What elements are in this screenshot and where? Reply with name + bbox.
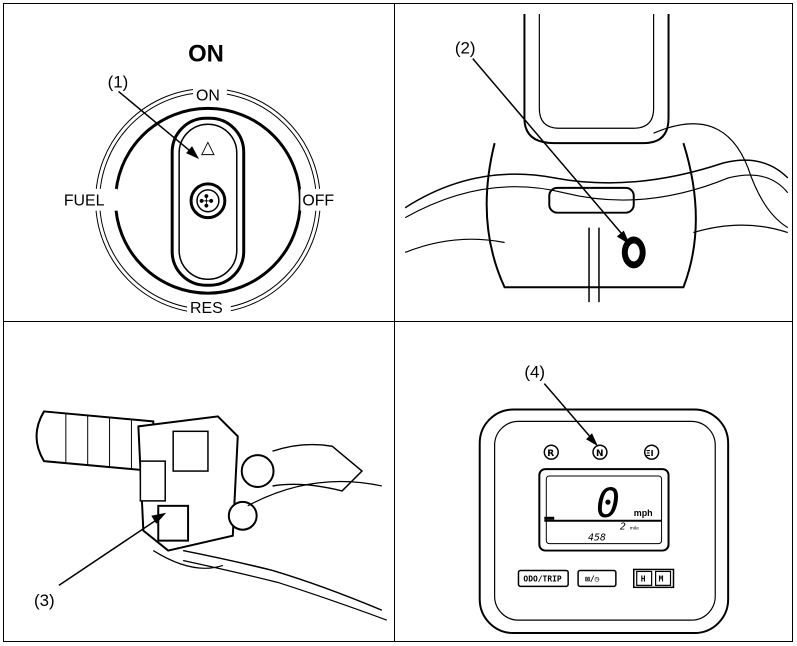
handlebar-switch-illustration: (3) — [34, 410, 388, 621]
clamp-bolt-lower — [227, 500, 258, 531]
ignition-switch-illustration: (2) — [404, 13, 789, 303]
neutral-indicator-label: N — [596, 449, 603, 459]
hour-button — [636, 570, 653, 586]
clock-button-label: ⊠/◷ — [585, 574, 600, 583]
starter-switch — [157, 504, 190, 542]
fuel-valve-panel: ON (1) ON OFF FUEL RES △ ✣ — [3, 3, 396, 323]
horn-button — [172, 430, 209, 472]
odo-trip-button — [517, 569, 569, 588]
front-cowl — [485, 142, 697, 289]
odo-trip-button-label: ODO/TRIP — [523, 574, 561, 583]
headlight-housing — [523, 13, 670, 145]
callout-4-arrow — [543, 383, 595, 442]
clock-button — [577, 569, 617, 588]
minute-button — [655, 570, 672, 586]
high-beam-indicator-label: ΞI — [646, 449, 654, 458]
fuel-valve-position-title: ON — [188, 41, 224, 68]
callout-2-arrow — [472, 58, 627, 240]
callout-1-label: (1) — [108, 72, 129, 91]
speed-unit-label: mph — [634, 508, 653, 518]
fuel-valve-illustration: ON (1) ON OFF FUEL RES △ ✣ — [61, 41, 343, 317]
reverse-indicator-icon — [543, 444, 559, 460]
callout-2-label: (2) — [455, 39, 476, 58]
handlebar-switch-panel: (3) — [3, 321, 396, 642]
neutral-indicator-icon — [592, 444, 608, 460]
callout-1-arrow — [118, 90, 196, 156]
lever-screw-icon — [189, 182, 227, 220]
turn-signal-switch — [139, 460, 166, 502]
brake-lever — [272, 443, 364, 492]
handlebar-grip — [35, 410, 155, 473]
callout-4-label: (4) — [524, 363, 545, 382]
dial-label-off: OFF — [302, 193, 334, 210]
control-cable — [404, 159, 789, 209]
reverse-indicator-label: R — [547, 449, 554, 459]
ignition-switch-panel: (2) — [394, 3, 793, 323]
minute-button-label: M — [659, 574, 664, 583]
trip-readout: 2 — [620, 522, 626, 533]
lever-arrow-icon: △ — [201, 137, 215, 158]
switch-cable — [182, 549, 383, 611]
screw-head-icon: ✣ — [199, 192, 214, 213]
dial-label-res: RES — [190, 300, 223, 317]
lcd-display — [538, 468, 670, 552]
speed-readout: 0 — [596, 481, 620, 527]
callout-3-arrow — [58, 516, 162, 586]
hour-button-label: H — [641, 574, 646, 583]
tachometer-bar — [544, 519, 662, 522]
dial-label-on: ON — [196, 87, 220, 104]
odometer-readout: 458 — [588, 533, 606, 544]
trip-unit-label: mile — [630, 526, 639, 532]
instrument-cluster-illustration: (4) R N ΞI 0 mph 2 mile 458 ODO/TRIP — [478, 363, 730, 635]
callout-3-label: (3) — [34, 591, 55, 610]
clamp-bolt-upper — [240, 454, 275, 488]
dial-label-fuel: FUEL — [64, 193, 105, 210]
instrument-panel: (4) R N ΞI 0 mph 2 mile 458 ODO/TRIP — [394, 321, 793, 642]
fuel-valve-lever-inner — [178, 123, 238, 281]
high-beam-indicator-icon — [643, 444, 660, 460]
